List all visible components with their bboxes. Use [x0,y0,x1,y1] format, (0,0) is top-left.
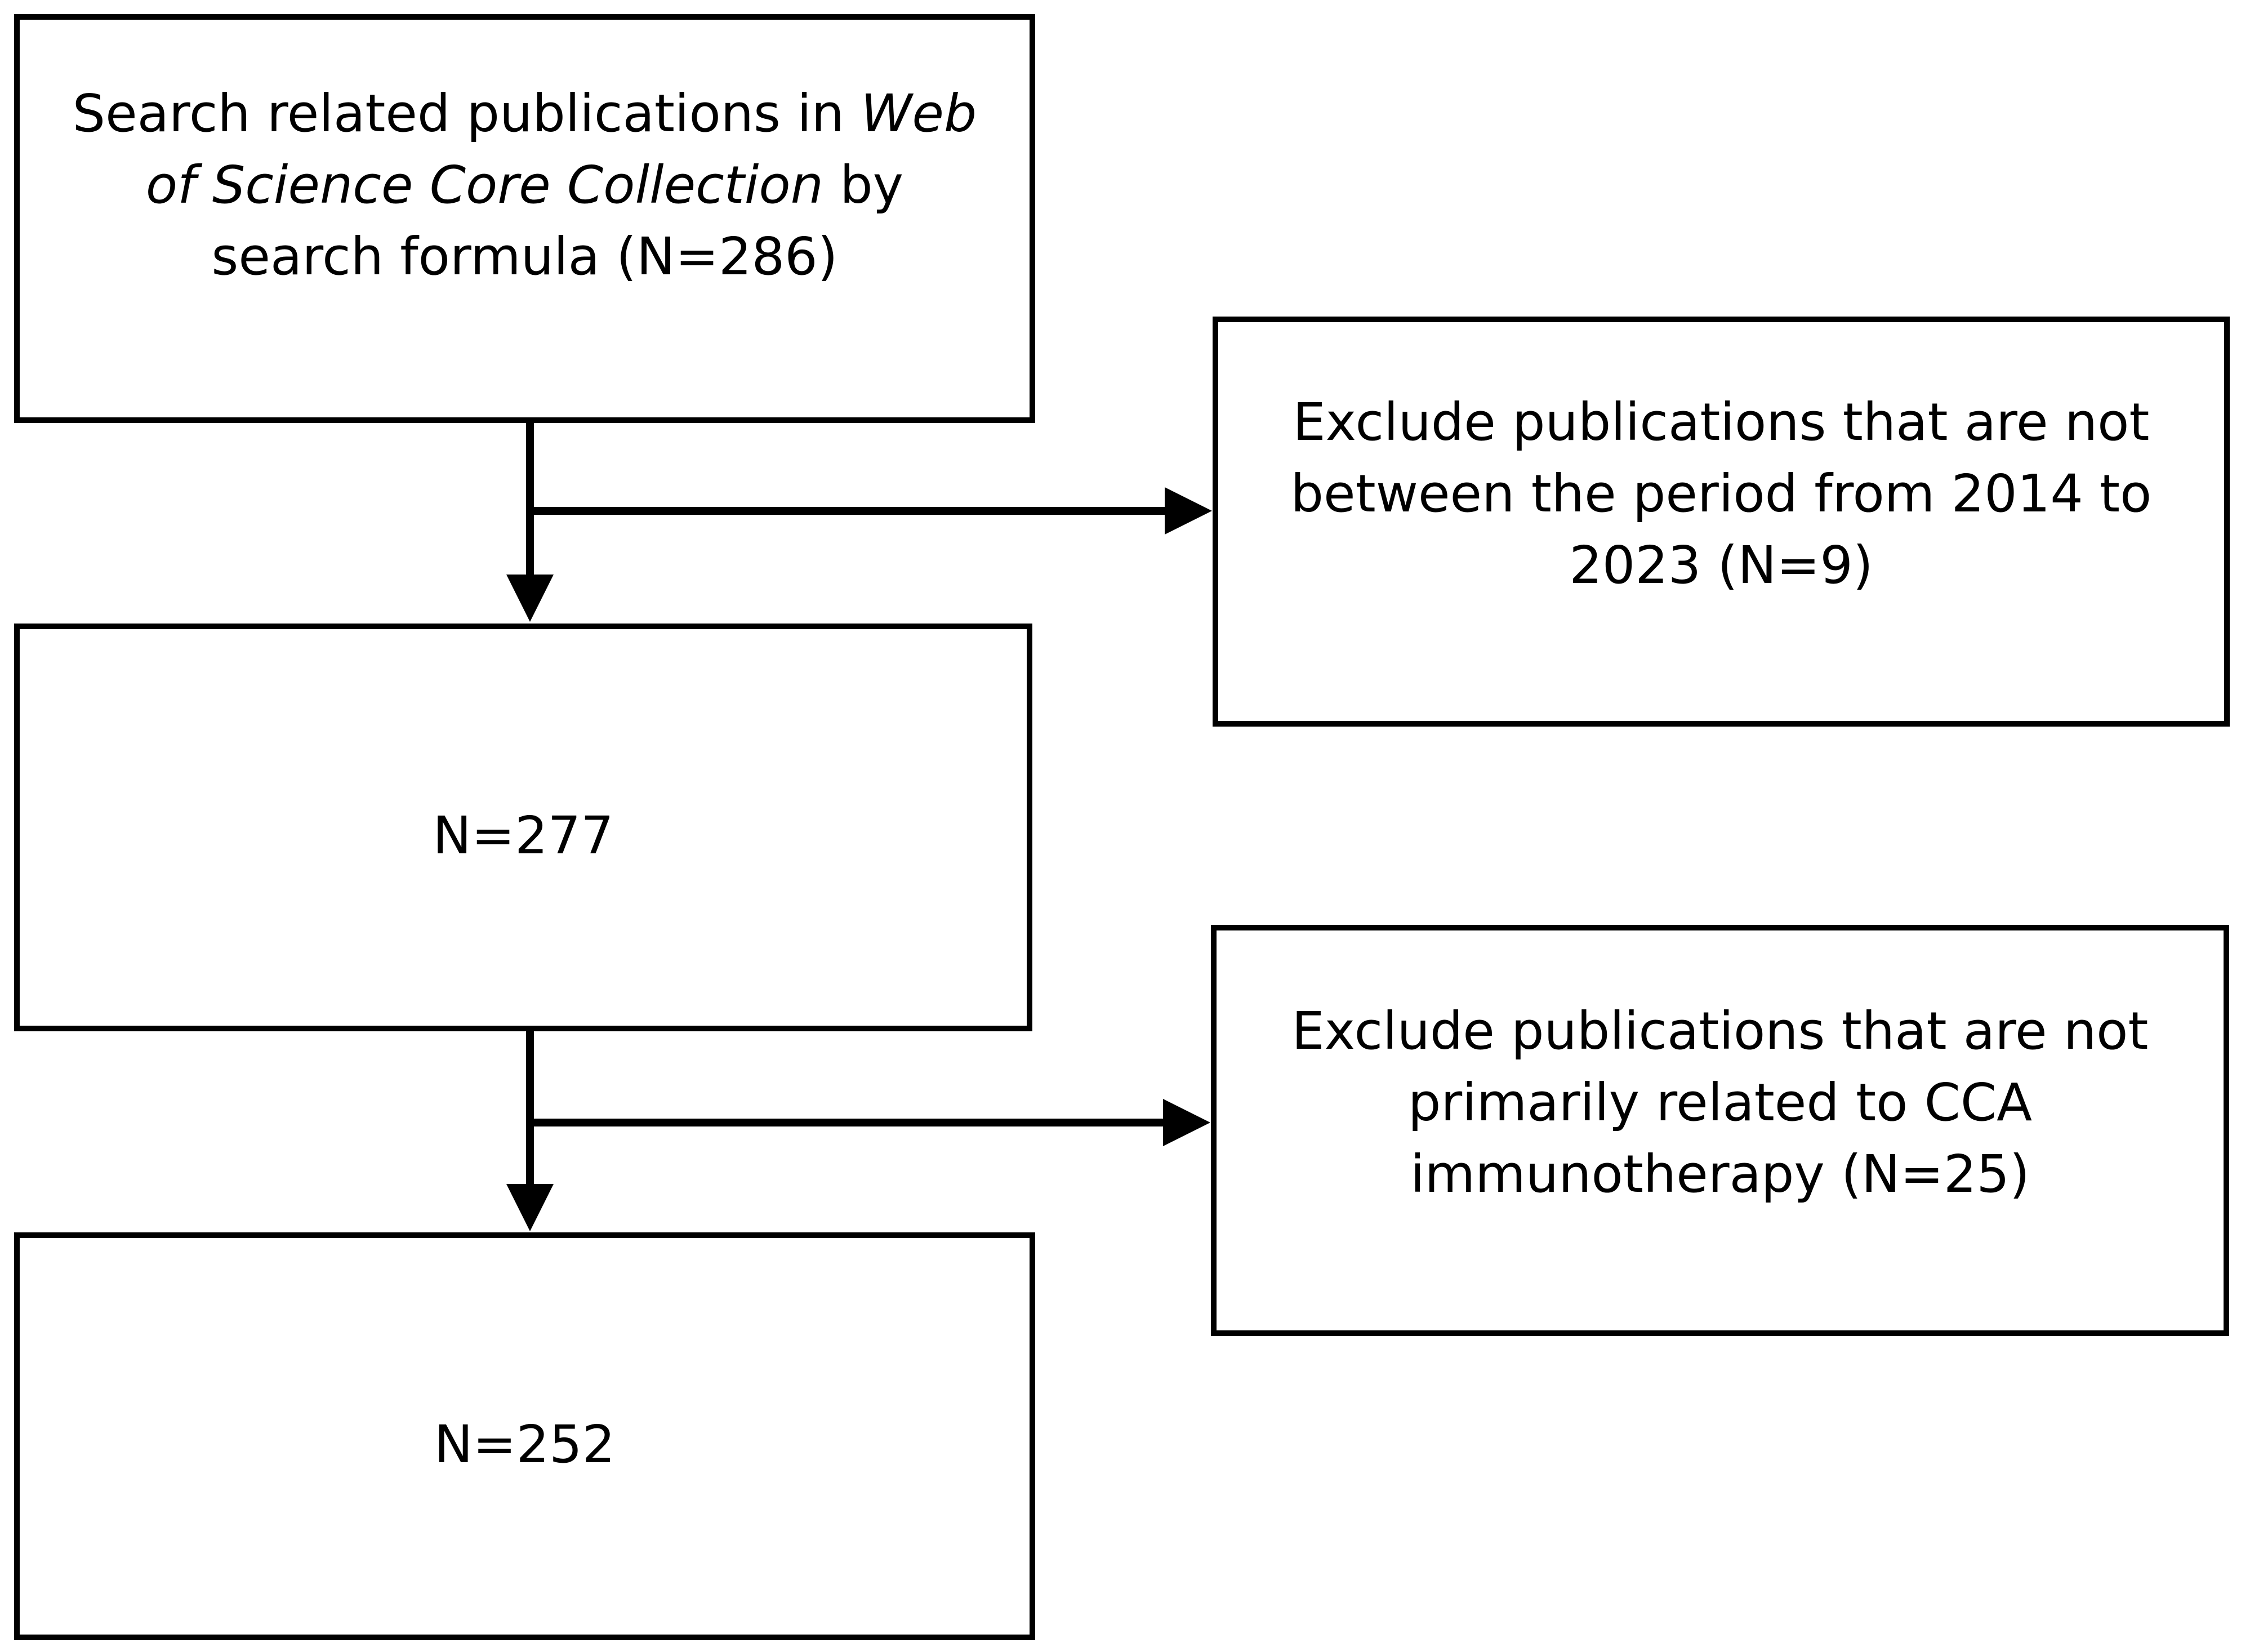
step-2-box-text: N=252 [434,1414,616,1475]
search-box-text: Search related publications in Web of Sc… [59,78,990,292]
search-box-text-start: Search related publications in [72,83,861,144]
exclude-box-2: Exclude publications that are not primar… [1211,925,2229,1336]
exclude-box-2-text: Exclude publications that are not primar… [1291,1000,2149,1204]
exclude-box-1-text: Exclude publications that are not betwee… [1290,391,2152,595]
search-box: Search related publications in Web of Sc… [14,14,1035,423]
step-1-box-text: N=277 [433,805,614,866]
database-name: Web of Science Core Collection [145,83,977,215]
exclude-box-1: Exclude publications that are not betwee… [1213,317,2230,727]
search-box-text-end: by search formula (N=286) [211,154,904,287]
step-1-box: N=277 [14,624,1032,1031]
step-2-box: N=252 [14,1232,1035,1640]
